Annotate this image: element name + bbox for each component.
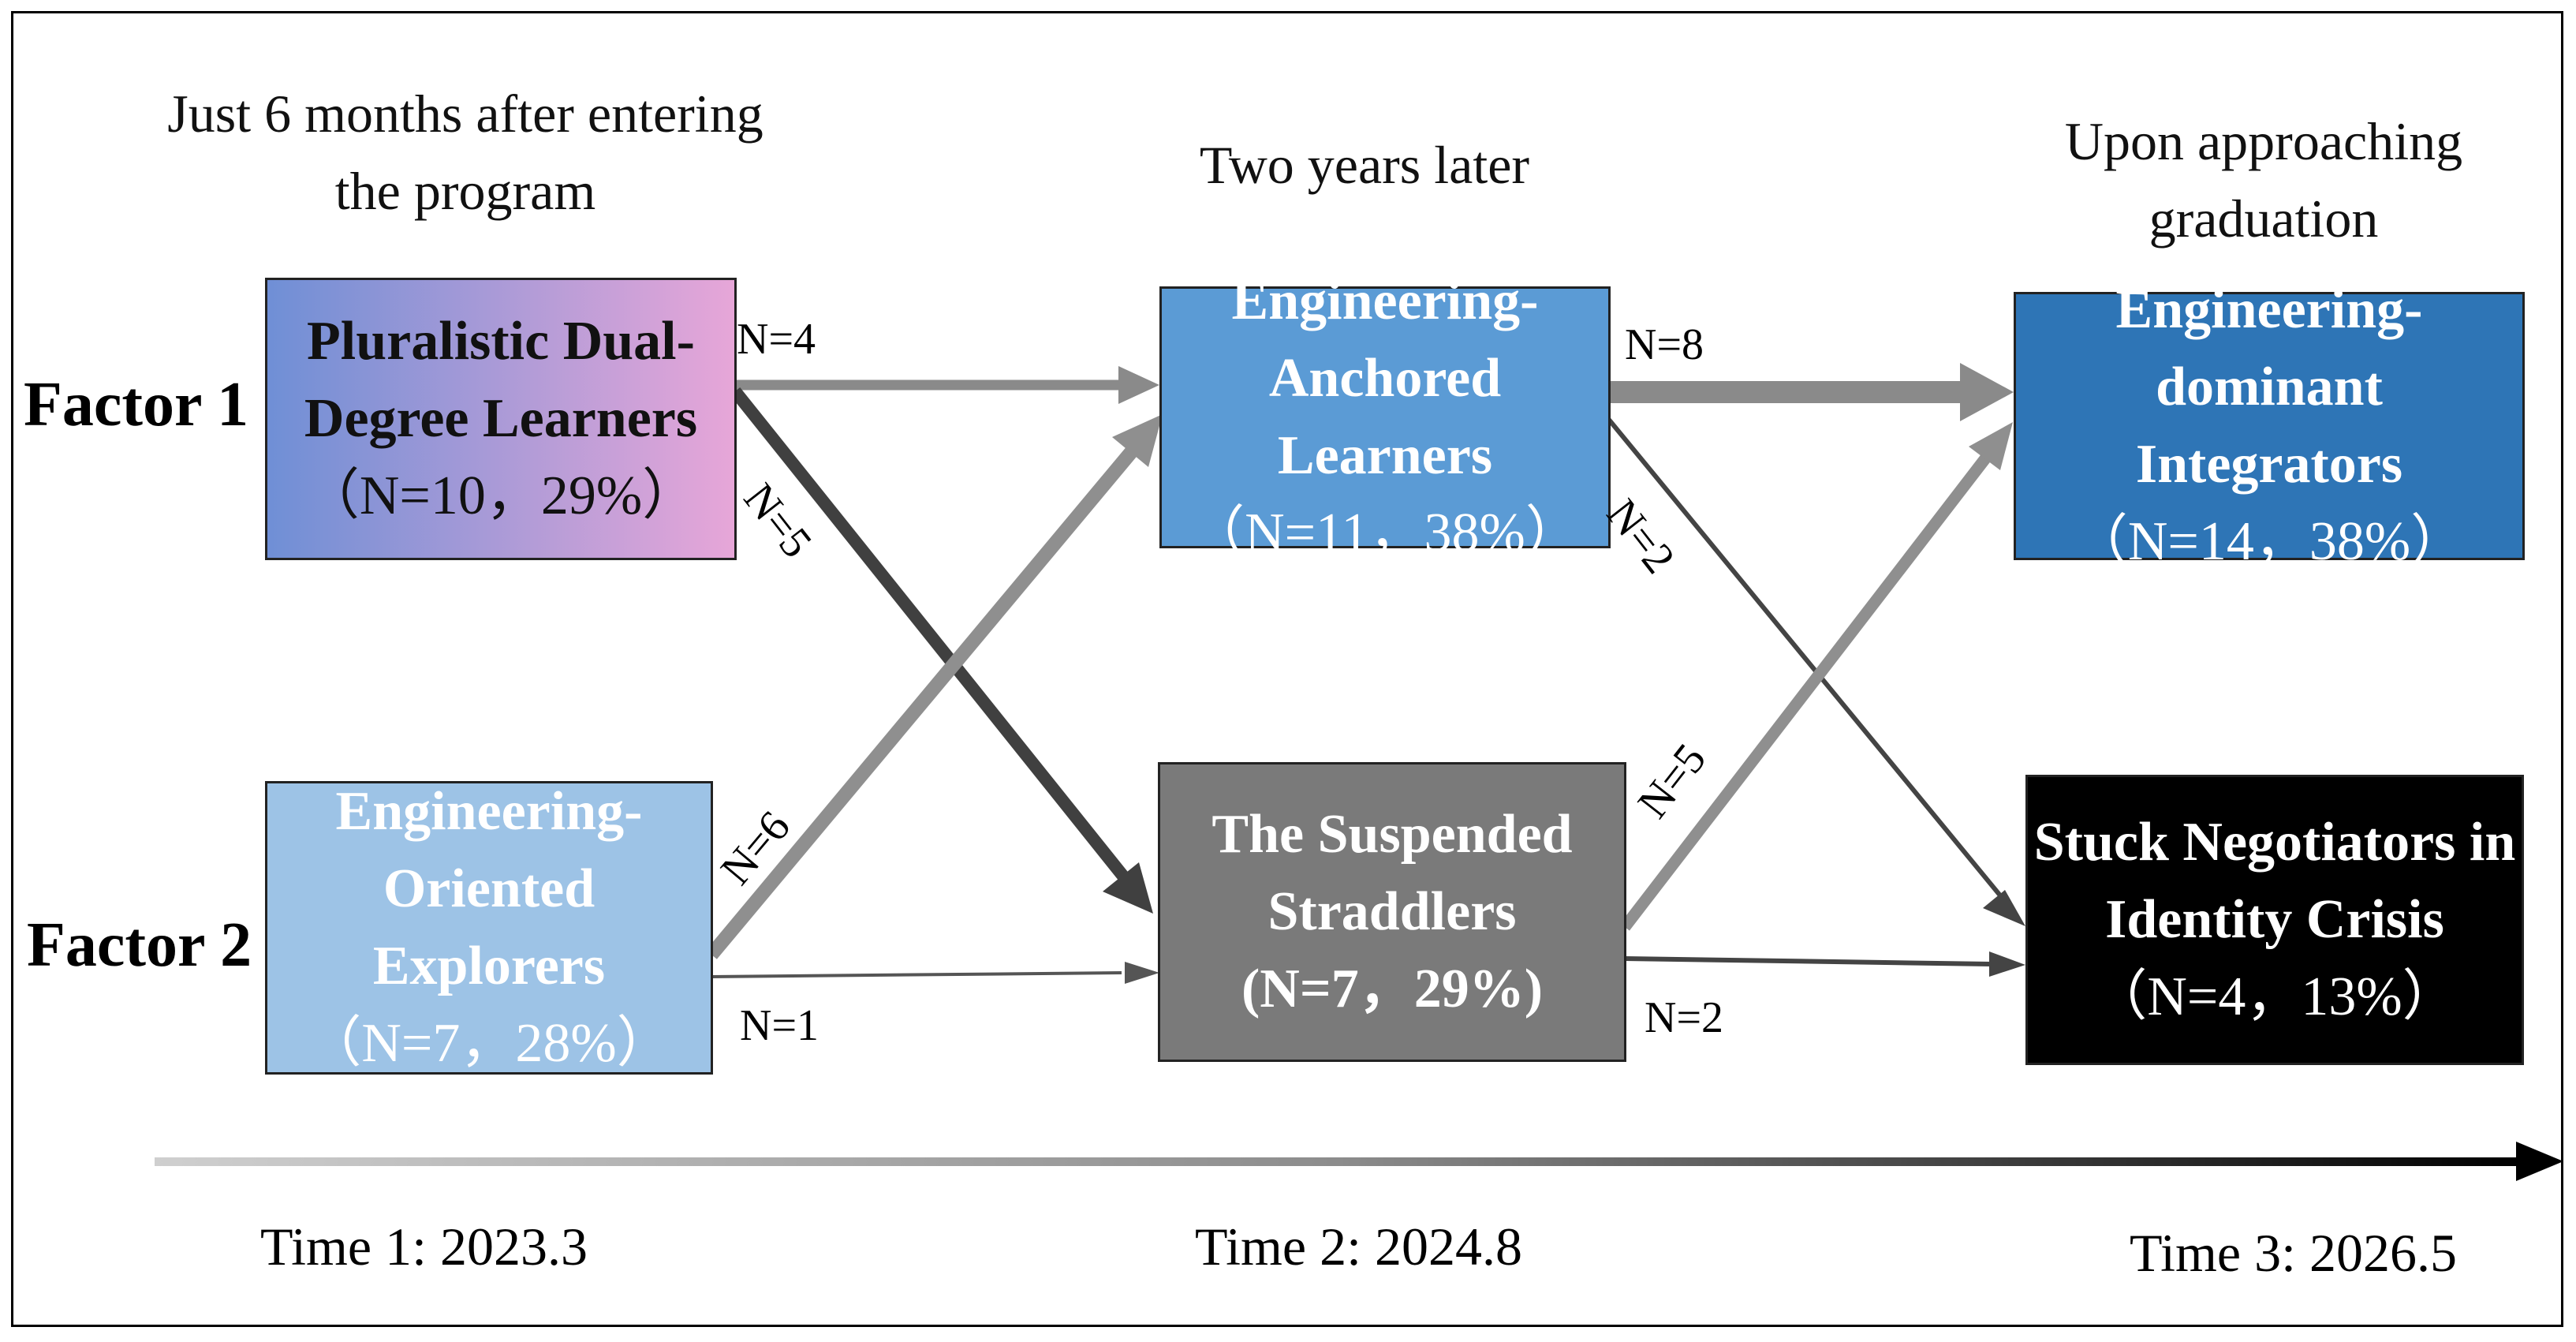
box-title-line1: Engineering-dominant [2115, 279, 2423, 417]
box-count: (N=7，29%) [1241, 959, 1544, 1019]
header-time3: Upon approaching graduation [1988, 103, 2540, 257]
factor-1-label: Factor 1 [24, 370, 249, 439]
flow-suspended-to-stuck [1624, 951, 2025, 977]
flow-label-anchored-to-dominant: N=8 [1625, 320, 1704, 369]
box-count: （N=4，13%） [2092, 966, 2458, 1027]
box-the-suspended-straddlers: The Suspended Straddlers (N=7，29%) [1158, 762, 1626, 1062]
box-title-line1: Engineering- [335, 781, 643, 842]
box-title-line1: Engineering- [1231, 271, 1539, 331]
timeline-arrow [155, 1142, 2563, 1181]
header-time1: Just 6 months after entering the program [142, 75, 789, 230]
flow-oriented-to-suspended [711, 962, 1159, 984]
box-engineering-dominant-integrators: Engineering-dominant Integrators （N=14，3… [2014, 279, 2525, 572]
header-time2: Two years later [1199, 135, 1530, 195]
box-count: （N=7，28%） [306, 1013, 672, 1074]
header-time1-line1: Just 6 months after entering [167, 84, 763, 144]
box-stuck-negotiators-identity-crisis: Stuck Negotiators in Identity Crisis （N=… [2025, 775, 2524, 1065]
box-title-line2: Anchored Learners [1268, 348, 1502, 486]
box-title-line2: Straddlers [1267, 881, 1517, 942]
flow-oriented-to-anchored [706, 414, 1163, 959]
box-title-line1: The Suspended [1211, 804, 1573, 865]
box-count: （N=10，29%） [304, 465, 698, 526]
time-label-1: Time 1: 2023.3 [260, 1217, 588, 1277]
box-title-line1: Pluralistic Dual- [307, 311, 695, 372]
box-pluralistic-dual-degree-learners: Pluralistic Dual- Degree Learners （N=10，… [265, 278, 737, 560]
box-engineering-anchored-learners: Engineering- Anchored Learners （N=11，38%… [1159, 271, 1611, 563]
box-title-line2: Integrators [2135, 434, 2403, 495]
flow-anchored-to-dominant [1609, 363, 2014, 421]
box-title-line2: Degree Learners [304, 388, 698, 449]
flow-suspended-to-dominant [1620, 422, 2013, 931]
box-count: （N=11，38%） [1189, 503, 1581, 563]
flow-label-suspended-to-stuck: N=2 [1645, 993, 1724, 1042]
header-time3-line1: Upon approaching [2064, 111, 2463, 171]
figure-frame [11, 11, 2563, 1327]
factor-2-label: Factor 2 [27, 910, 252, 980]
flow-label-oriented-to-suspended: N=1 [740, 1001, 819, 1050]
box-title-line2: Oriented Explorers [372, 858, 606, 996]
flow-pluralistic-to-anchored [735, 366, 1159, 404]
box-count: （N=14，38%） [2072, 511, 2466, 572]
time-label-2: Time 2: 2024.8 [1195, 1217, 1523, 1277]
box-title-line2: Identity Crisis [2105, 889, 2444, 950]
flow-label-pluralistic-to-anchored: N=4 [737, 315, 816, 364]
header-time1-line2: the program [334, 161, 596, 221]
box-title-line1: Stuck Negotiators in [2033, 812, 2516, 873]
header-time3-line2: graduation [2149, 189, 2379, 249]
flow-pluralistic-to-suspended [730, 387, 1153, 914]
box-engineering-oriented-explorers: Engineering- Oriented Explorers （N=7，28%… [265, 781, 713, 1075]
time-label-3: Time 3: 2026.5 [2130, 1223, 2458, 1283]
flow-anchored-to-stuck [1607, 418, 2025, 926]
